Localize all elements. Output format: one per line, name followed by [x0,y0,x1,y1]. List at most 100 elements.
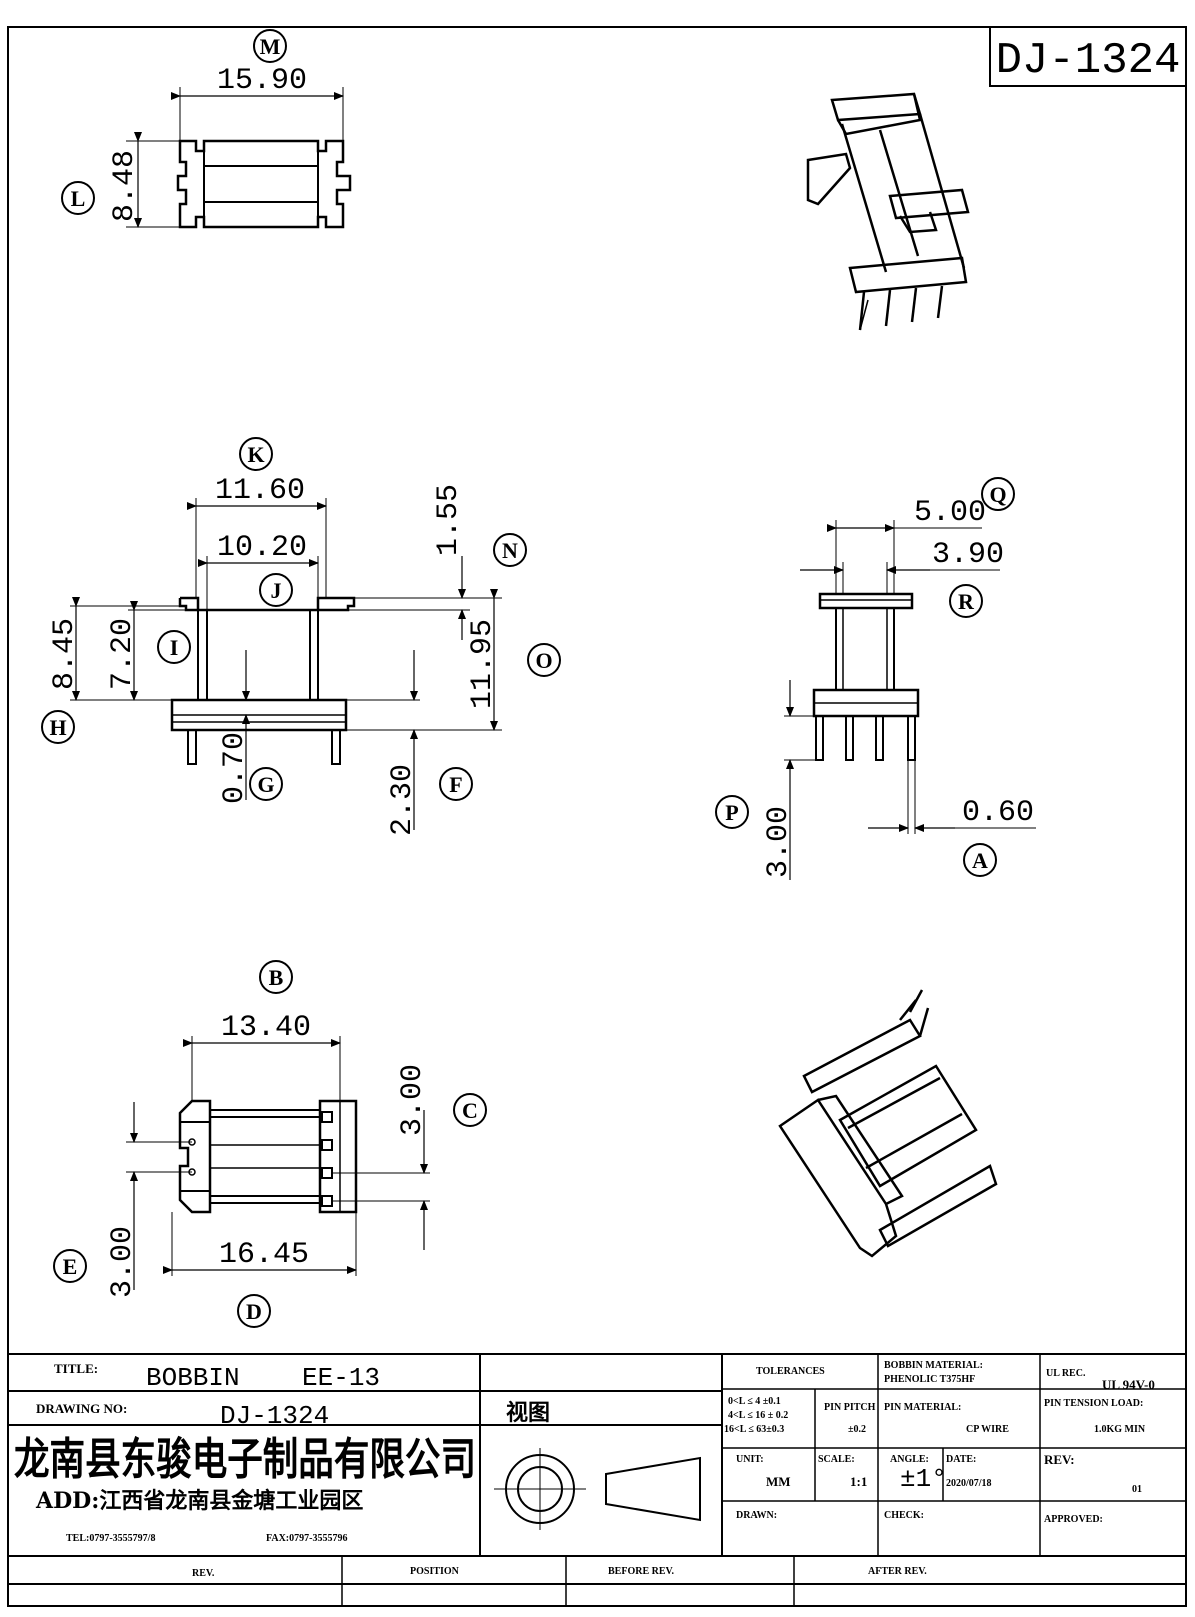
top-view: 15.90 8.48 [108,64,352,229]
callout-B: B [259,960,293,994]
dim-B: 13.40 [221,1011,311,1045]
date-label: DATE: [946,1454,976,1465]
callout-R: R [949,584,983,618]
pin-tension-label: PIN TENSION LOAD: [1044,1398,1143,1409]
callout-P: P [715,795,749,829]
dim-J: 10.20 [217,531,307,565]
dim-N: 1.55 [432,484,466,556]
pin-material-label: PIN MATERIAL: [884,1402,961,1413]
drawing-number: DJ-1324 [996,36,1181,86]
svg-text:K: K [247,442,264,467]
callout-M: M [253,29,287,63]
rev-label: REV: [1044,1452,1075,1467]
pin-pitch-label: PIN PITCH [824,1402,876,1413]
svg-text:Q: Q [989,482,1006,507]
callout-J: J [259,573,293,607]
callout-A: A [963,843,997,877]
callout-C: C [453,1093,487,1127]
svg-text:C: C [462,1098,478,1123]
tol-3: 16<L ≤ 63±0.3 [724,1424,784,1435]
pin-material-value: CP WIRE [966,1424,1009,1435]
dim-L: 8.48 [108,150,142,222]
callout-K: K [239,437,273,471]
svg-text:M: M [260,34,281,59]
drawing-no-value: DJ-1324 [220,1401,329,1431]
dim-M: 15.90 [217,64,307,98]
callout-L: L [61,181,95,215]
drawing-border [7,26,1187,1607]
unit-value: MM [766,1474,791,1489]
bottom-before: BEFORE REV. [608,1566,674,1577]
dim-R: 3.90 [932,538,1004,572]
svg-text:A: A [972,848,988,873]
svg-text:R: R [958,589,975,614]
ul-label: UL REC. [1046,1368,1086,1379]
dim-A: 0.60 [962,796,1034,830]
svg-text:O: O [535,648,552,673]
drawn-label: DRAWN: [736,1510,777,1521]
svg-text:L: L [71,186,86,211]
pin-tension-value: 1.0KG MIN [1094,1424,1146,1435]
callout-H: H [41,710,75,744]
tol-1: 0<L ≤ 4 ±0.1 [728,1396,781,1407]
front-view: 11.60 10.20 1.55 11.95 8.45 7.20 0.70 [48,474,502,836]
svg-text:P: P [725,800,738,825]
drawing-number-box: DJ-1324 [989,26,1187,87]
scale-label: SCALE: [818,1454,855,1465]
approved-label: APPROVED: [1044,1514,1103,1525]
dim-F: 2.30 [386,764,420,836]
svg-text:J: J [271,578,282,603]
dim-H: 8.45 [48,618,82,690]
date-value: 2020/07/18 [946,1478,992,1489]
callout-Q: Q [981,477,1015,511]
isometric-view-bottom [778,989,998,1258]
title-block: TITLE: BOBBIN EE-13 DRAWING NO: DJ-1324 … [8,1353,1186,1606]
tol-2: 4<L ≤ 16 ± 0.2 [728,1410,788,1421]
rev-value: 01 [1132,1484,1142,1495]
svg-text:I: I [170,635,179,660]
company-name: 龙南县东骏电子制品有限公司 [14,1434,476,1485]
svg-text:D: D [246,1299,262,1324]
drawing-no-label: DRAWING NO: [36,1401,127,1416]
company-fax: FAX:0797-3555796 [266,1533,347,1544]
bottom-view: 13.40 16.45 3.00 3.00 [106,1011,430,1298]
bottom-position: POSITION [410,1566,460,1577]
check-label: CHECK: [884,1510,924,1521]
angle-value: ±1° [900,1464,947,1494]
company-tel: TEL:0797-3555797/8 [66,1533,155,1544]
callout-N: N [493,533,527,567]
unit-label: UNIT: [736,1454,764,1465]
view-label: 视图 [506,1400,550,1426]
dim-C: 3.00 [396,1064,430,1136]
dim-K: 11.60 [215,474,305,508]
title-label: TITLE: [54,1361,98,1376]
svg-text:N: N [502,538,518,563]
isometric-view-top [806,92,970,331]
dim-E: 3.00 [106,1226,140,1298]
callout-O: O [527,643,561,677]
title-value: BOBBIN EE-13 [146,1363,380,1393]
scale-value: 1:1 [850,1474,867,1489]
dim-G: 0.70 [218,732,252,804]
side-view: 5.00 3.90 3.00 0.60 [762,496,1036,880]
callout-F: F [439,767,473,801]
bottom-after: AFTER REV. [868,1566,927,1577]
angle-label: ANGLE: [890,1454,929,1465]
svg-text:F: F [449,772,462,797]
svg-text:H: H [49,715,66,740]
callout-D: D [237,1294,271,1328]
svg-text:B: B [269,965,284,990]
callout-E: E [53,1249,87,1283]
projection-symbol [494,1448,701,1530]
bottom-rev: REV. [192,1568,215,1579]
svg-text:G: G [257,772,274,797]
tolerances-label: TOLERANCES [756,1366,825,1377]
dim-I: 7.20 [106,618,140,690]
dim-P: 3.00 [762,806,796,878]
dim-D: 16.45 [219,1238,309,1272]
callout-I: I [157,630,191,664]
dim-O: 11.95 [466,619,500,709]
company-address: ADD:江西省龙南县金塘工业园区 [35,1488,363,1514]
bobbin-material-label: BOBBIN MATERIAL: [884,1360,983,1371]
